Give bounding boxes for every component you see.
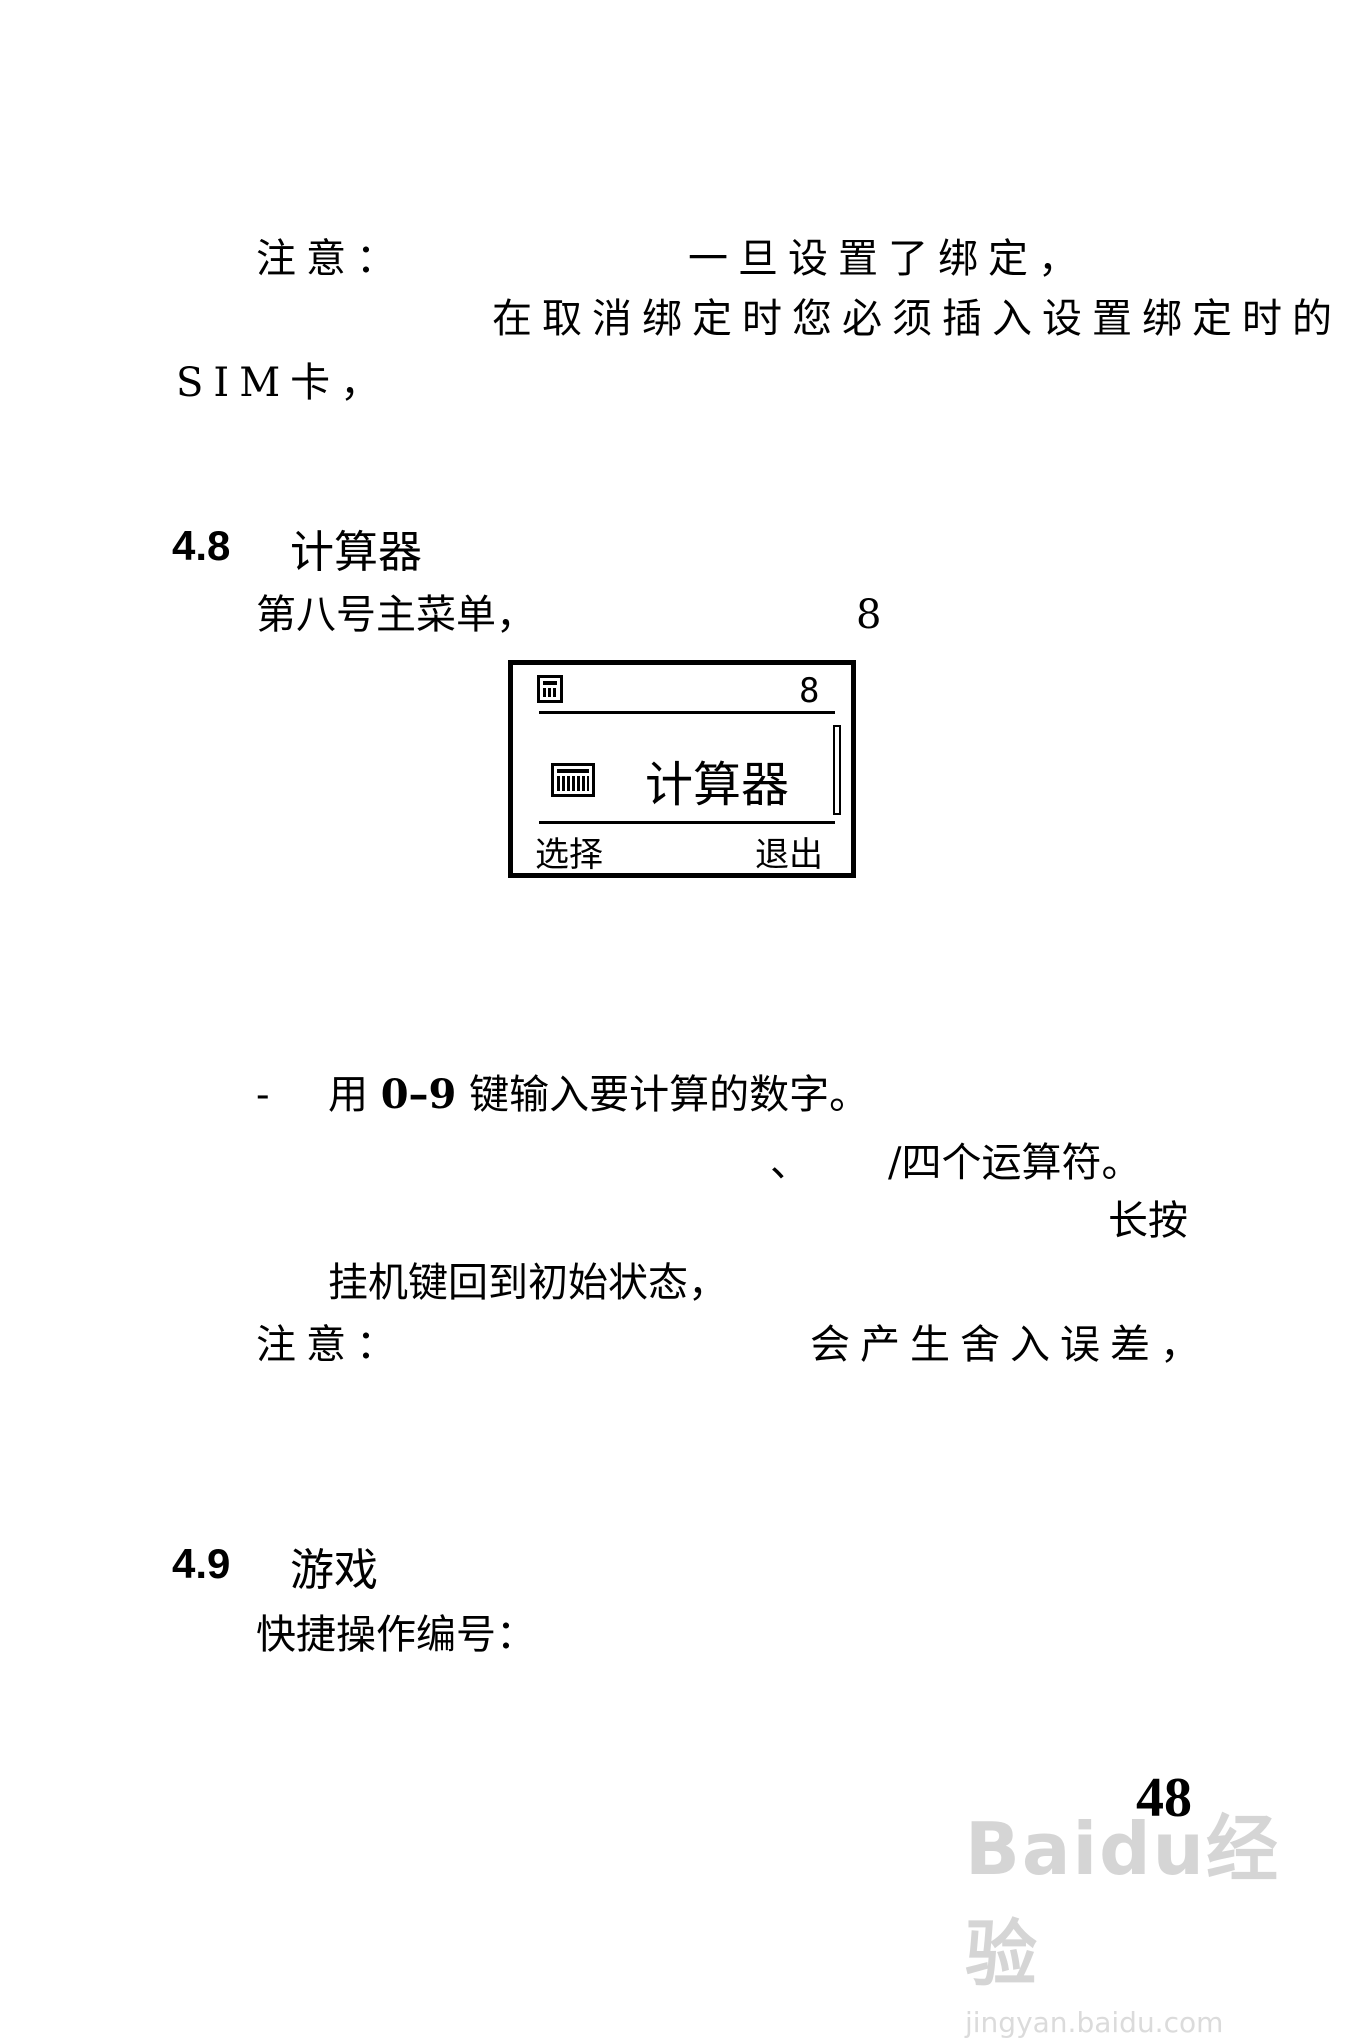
bullet-dash: - <box>256 1072 270 1118</box>
note-line-3: SIM卡， <box>176 360 391 406</box>
bullet-keys: 0–9 <box>380 1071 457 1118</box>
calc-note-label: 注意： <box>256 1322 406 1368</box>
section-title-games: 游戏 <box>290 1545 378 1596</box>
screen-footer-divider <box>539 821 835 824</box>
calc-note-text: 会产生舍入误差， <box>810 1322 1210 1368</box>
watermark-logo: Baidu经验 <box>965 1807 1280 1996</box>
bullet-pre: 用 <box>328 1072 381 1118</box>
calculator-icon-small <box>537 675 563 703</box>
right-softkey: 退出 <box>755 835 823 875</box>
baidu-watermark: Baidu经验 jingyan.baidu.com <box>965 1790 1305 2039</box>
screen-header-number: 8 <box>799 671 820 711</box>
phone-screen-mockup: 8 计算器 选择 退出 <box>508 660 856 878</box>
section-number-4-8: 4.8 <box>172 522 231 569</box>
note-line-1: 一旦设置了绑定， <box>688 236 1088 282</box>
screen-header-divider <box>539 711 835 714</box>
bullet-post: 键输入要计算的数字。 <box>456 1072 870 1118</box>
section-number-4-9: 4.9 <box>172 1540 231 1587</box>
operators-line: /四个运算符。 <box>888 1140 1142 1186</box>
note-label: 注意： <box>256 236 406 282</box>
watermark-url: jingyan.baidu.com <box>965 2006 1224 2039</box>
operator-mark: 、 <box>770 1140 810 1186</box>
note-line-2: 在取消绑定时您必须插入设置绑定时的 <box>492 296 1342 342</box>
long-press-text: 长按 <box>1108 1198 1188 1244</box>
screen-scrollbar <box>833 725 841 815</box>
bullet-line: 用 0–9 键输入要计算的数字。 <box>328 1071 870 1119</box>
reset-line: 挂机键回到初始状态， <box>328 1260 728 1306</box>
menu-number: 8 <box>856 592 882 638</box>
page-number: 48 <box>1136 1767 1192 1829</box>
calculator-icon <box>551 763 595 797</box>
left-softkey: 选择 <box>535 835 603 875</box>
screen-item-title: 计算器 <box>645 757 790 813</box>
section-intro: 第八号主菜单， <box>256 592 536 638</box>
section-title-calculator: 计算器 <box>290 527 422 578</box>
shortcut-label: 快捷操作编号： <box>256 1612 536 1658</box>
